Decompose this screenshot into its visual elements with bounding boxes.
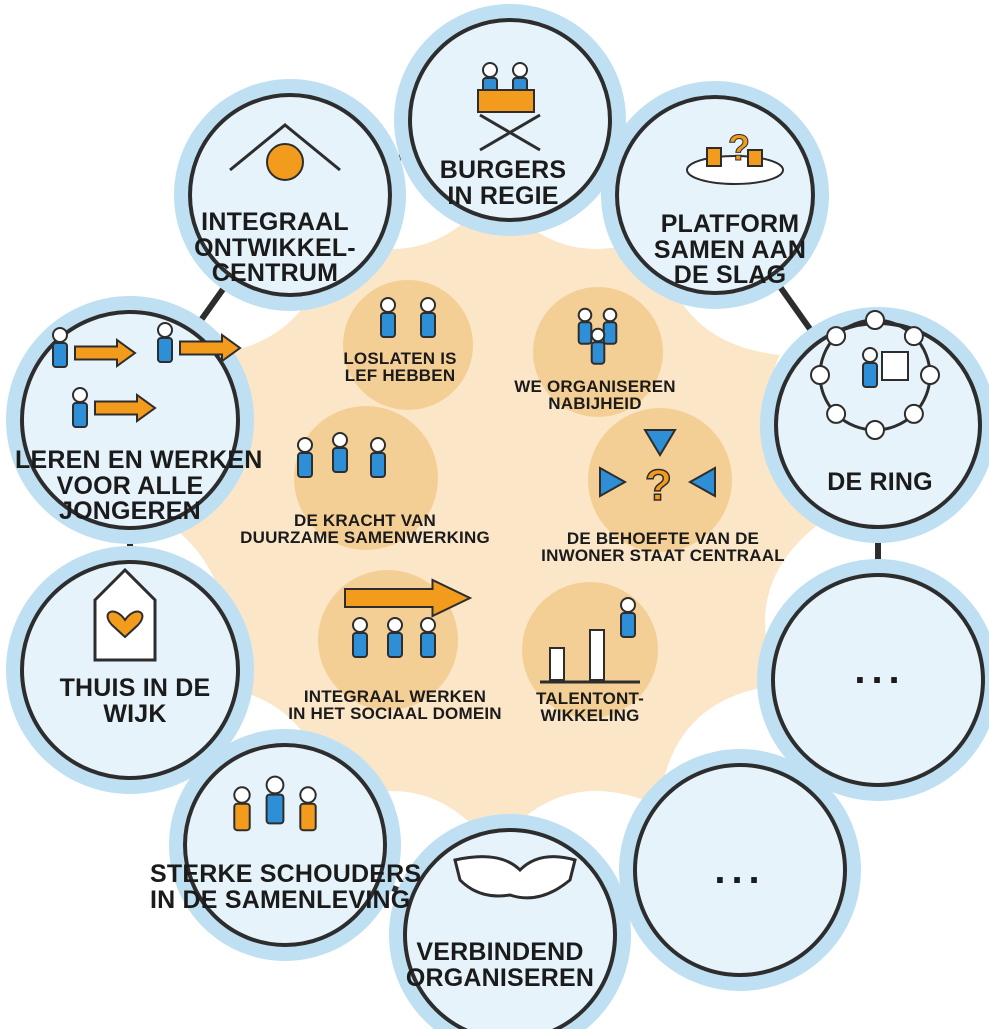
outer-circle-thuis	[6, 546, 254, 794]
ring-network-icon	[810, 310, 940, 440]
cheering-group-icon	[297, 432, 386, 478]
outer-circle-more1	[757, 559, 989, 801]
label-more-1: ...	[854, 648, 906, 692]
house-sun-icon	[229, 123, 341, 181]
label-talent: TALENTONT-WIKKELING	[535, 689, 645, 726]
letting-go-icon	[380, 297, 436, 338]
people-arrows-icon	[52, 322, 242, 428]
label-ring: DE RING	[827, 468, 933, 496]
platform-podium-icon: ?	[686, 127, 784, 185]
inner-disc-behoefte	[588, 408, 732, 552]
group-close-icon	[577, 307, 618, 365]
outer-circle-integraal	[174, 79, 406, 311]
question-arrows-icon: ?	[599, 429, 716, 511]
outer-circle-platform	[601, 81, 829, 309]
outer-circle-burgers	[394, 4, 626, 236]
house-heart-icon	[93, 567, 157, 662]
outer-circle-verbindend	[389, 814, 631, 1029]
svg-text:?: ?	[728, 127, 750, 168]
inner-disc-loslaten	[343, 280, 473, 410]
inner-disc-kracht	[294, 406, 438, 550]
group-hug-icon	[233, 775, 317, 832]
handshake-icon	[453, 855, 577, 900]
growth-bars-icon	[540, 597, 640, 684]
outer-circle-more2	[619, 749, 861, 991]
carry-arrow-icon	[344, 578, 473, 658]
director-chair-icon	[477, 62, 541, 152]
label-more-2: ...	[714, 848, 766, 892]
svg-text:?: ?	[645, 461, 672, 510]
